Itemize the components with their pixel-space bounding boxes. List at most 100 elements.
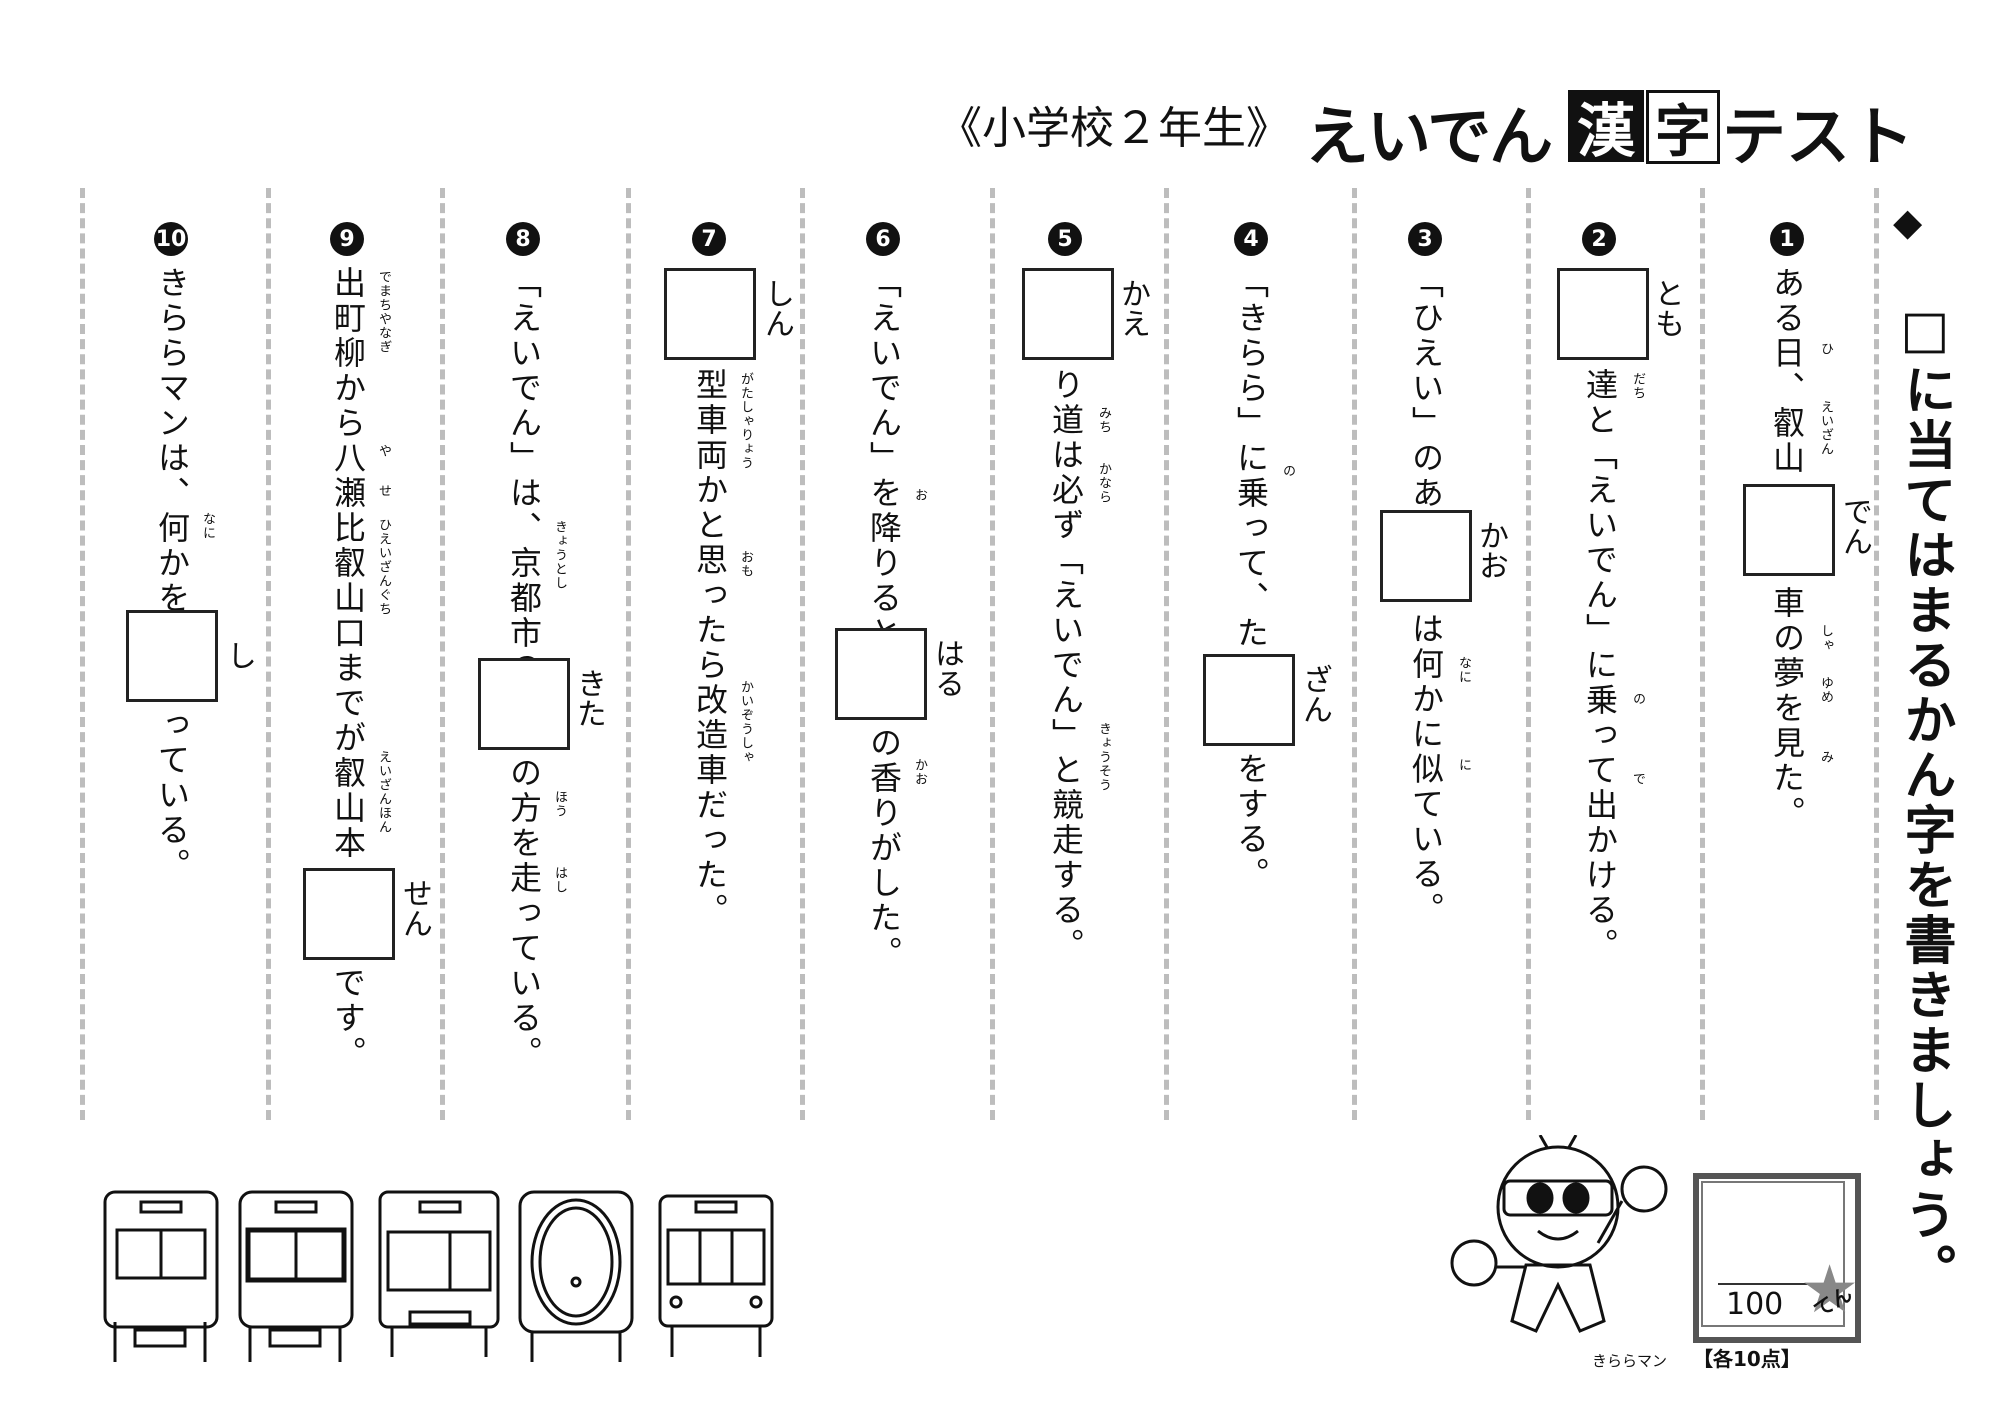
reading-hint: とも [1649,278,1684,338]
question-number: 2 [1582,222,1616,256]
furigana: の [1630,692,1645,706]
divider [990,188,995,1120]
furigana: おも [738,550,753,578]
divider [266,188,271,1120]
furigana: で [1630,772,1645,786]
trains-illustration [103,1190,774,1362]
instruction-marker: ◆ [1893,200,1923,244]
score-line [1718,1283,1808,1285]
divider [1526,188,1531,1120]
kanji-box-ji: 字 [1646,90,1720,165]
furigana: み [1818,750,1833,764]
train-icon [103,1190,219,1362]
question-number: 1 [1770,222,1804,256]
test-title: テスト [1722,101,1914,175]
furigana: かいぞうしゃ [738,680,753,764]
question-number: 10 [154,222,188,256]
star-icon: ★ [1800,1251,1860,1328]
furigana: きょうそう [1096,722,1111,792]
train-icon [378,1190,500,1357]
reading-hint: かえ [1115,278,1150,338]
reading-hint: しん [759,278,794,338]
score-box [1693,1173,1861,1343]
furigana: えいざんほん [376,750,391,834]
furigana: ゆめ [1818,676,1833,704]
train-icon [658,1194,774,1357]
question-text: きららマンは、何かを [153,266,191,616]
grade-label: 《小学校２年生》 [938,103,1290,154]
question-number: 7 [692,222,726,256]
furigana: せ [376,484,391,498]
furigana: かお [912,758,927,786]
question-number: 9 [330,222,364,256]
question-text: の香りがした。 [865,726,903,971]
question-text: 出町柳から八瀬比叡山口までが叡山本 [329,266,367,861]
furigana: えいざん [1818,400,1833,456]
furigana: ひえいざんぐち [376,518,391,616]
instruction-text: □に当てはまるかん字を書きましょう。 [1895,300,1955,1298]
answer-box[interactable] [1203,654,1295,746]
question-number: 3 [1408,222,1442,256]
furigana: がたしゃりょう [738,372,753,470]
divider [1700,188,1705,1120]
question-number: 6 [866,222,900,256]
answer-box[interactable] [664,268,756,360]
furigana: みち [1096,406,1111,434]
kanji-box-kan: 漢 [1568,90,1644,165]
reading-hint: せん [397,878,432,938]
furigana: なに [1456,656,1471,684]
answer-box[interactable] [1022,268,1114,360]
score-box-inner [1701,1181,1845,1327]
furigana: お [912,488,927,502]
furigana: だち [1630,372,1645,400]
answer-box[interactable] [1743,484,1835,576]
furigana: や [376,444,391,458]
score-total: 100 [1726,1287,1784,1322]
points-per-item: 【各10点】 [1693,1347,1801,1371]
question-text: 「きらら」に乗って、たし [1232,266,1270,686]
question-text: 達と「えいでん」に乗って出かける。 [1581,368,1619,963]
train-icon [518,1190,634,1362]
reading-hint: きた [571,668,606,728]
furigana: はし [552,866,567,894]
divider [440,188,445,1120]
question-text: り道は必ず「えいでん」と競走する。 [1047,368,1085,963]
divider [1164,188,1169,1120]
question-text: っている。 [153,708,191,883]
divider [1874,188,1879,1120]
question-number: 4 [1234,222,1268,256]
furigana: かなら [1096,462,1111,504]
divider [80,188,85,1120]
question-text: 「えいでん」は、京都市の [505,266,543,686]
kirara-man-mascot-illustration [1450,1135,1668,1333]
question-number: 8 [506,222,540,256]
answer-box[interactable] [303,868,395,960]
divider [1352,188,1357,1120]
question-text: 「えいでん」を降りると [865,266,903,651]
answer-box[interactable] [835,628,927,720]
divider [626,188,631,1120]
furigana: でまちやなぎ [376,270,391,354]
question-text: の方を走っている。 [505,756,543,1071]
answer-box[interactable] [126,610,218,702]
reading-hint: はる [929,638,964,698]
furigana: ひ [1818,342,1833,356]
brand-title: えいでん [1305,101,1553,175]
question-text: 「ひえい」のあの [1407,266,1445,546]
question-text: です。 [329,966,367,1071]
train-icon [238,1190,354,1362]
furigana: ほう [552,790,567,818]
answer-box[interactable] [1557,268,1649,360]
reading-hint: ざん [1297,664,1332,724]
furigana: しゃ [1818,624,1833,652]
furigana: なに [200,512,215,540]
furigana: に [1456,758,1471,772]
question-text: ある日、叡山 [1768,266,1806,476]
reading-hint: かお [1473,520,1508,580]
answer-box[interactable] [478,658,570,750]
question-text: 型車両かと思ったら改造車だった。 [691,368,729,928]
furigana: きょうとし [552,520,567,590]
answer-box[interactable] [1380,510,1472,602]
question-text: は何かに似ている。 [1407,612,1445,927]
divider [800,188,805,1120]
